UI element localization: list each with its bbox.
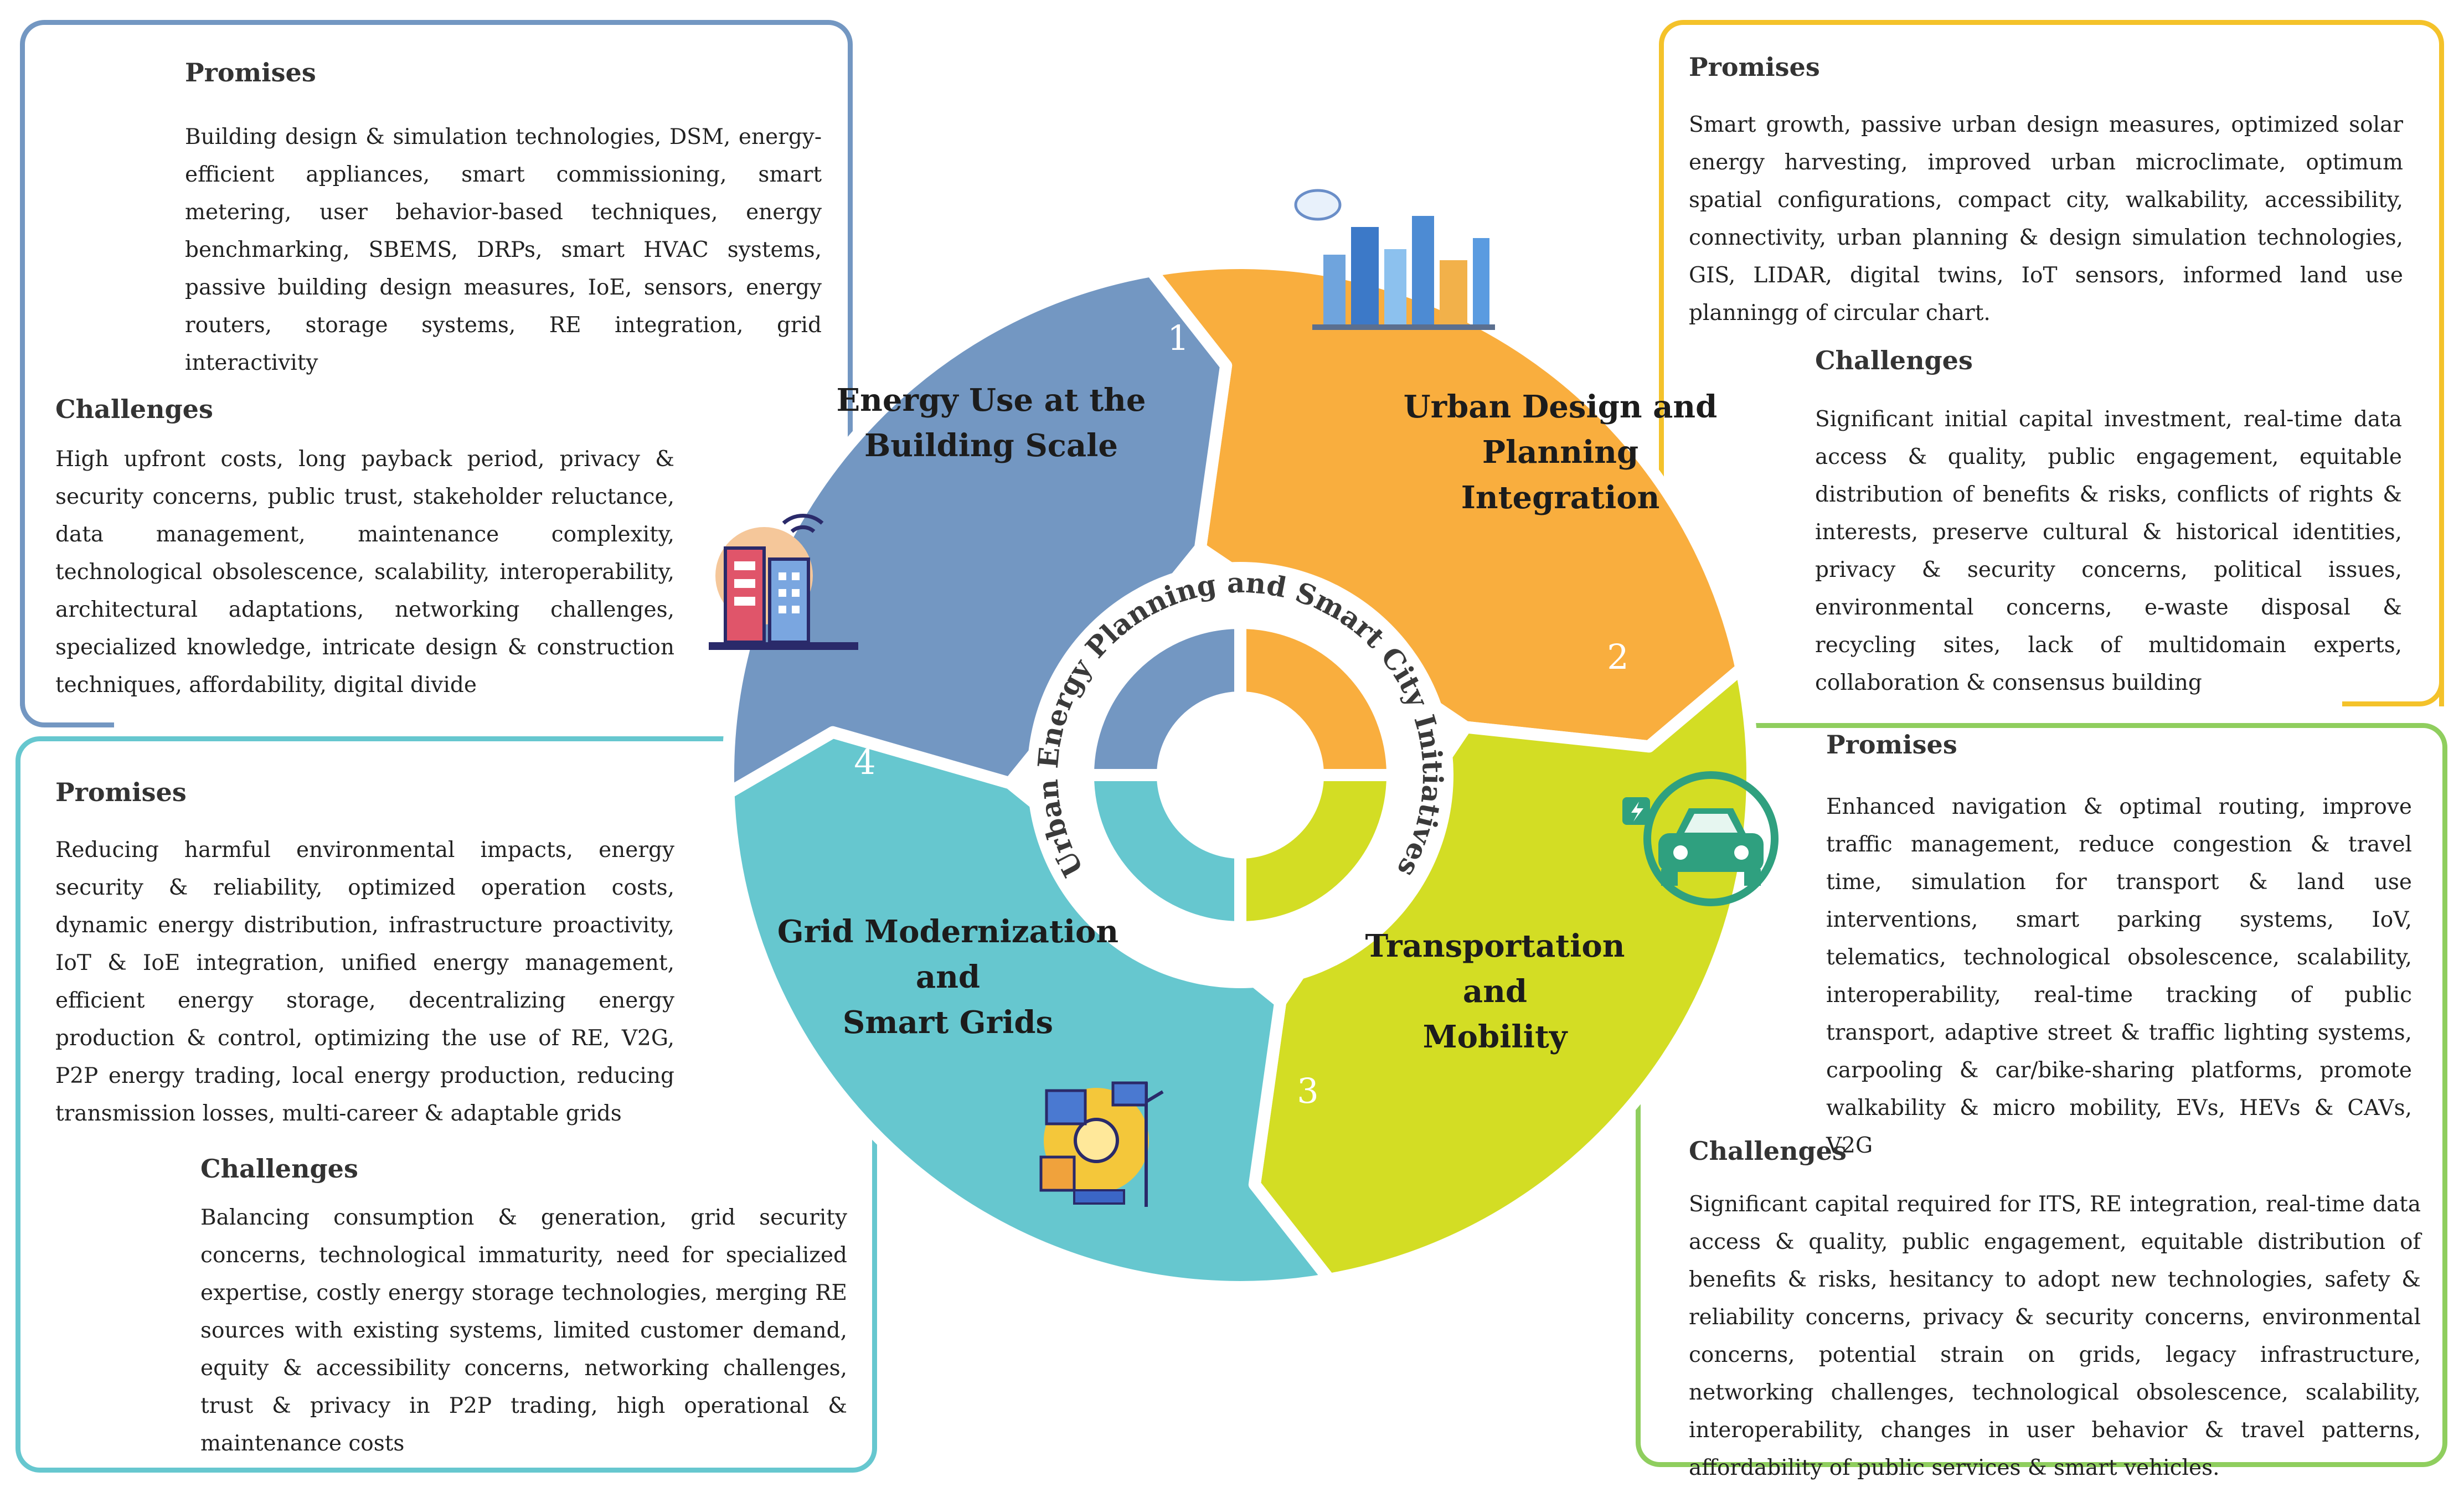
grid-challenges-text: Balancing consumption & generation, grid… xyxy=(200,1205,847,1456)
segment-2-number: 2 xyxy=(1607,637,1628,677)
electric-car-icon xyxy=(1622,771,1779,906)
segment-4-shape xyxy=(722,726,1336,1293)
segment-4-title-line: Grid Modernization xyxy=(777,913,1118,950)
segment-2-title-line: Urban Design and xyxy=(1404,389,1718,425)
smart-building-icon xyxy=(709,514,858,650)
segment-2-title-line: Integration xyxy=(1461,479,1660,516)
grid-promises-title: Promises xyxy=(55,777,187,807)
grid-promises-text: Reducing harmful environmental impacts, … xyxy=(55,838,674,1126)
segment-4-number: 4 xyxy=(854,742,875,782)
urban-challenges-text: Significant initial capital investment, … xyxy=(1815,407,2402,695)
building-promises-text: Building design & simulation technologie… xyxy=(185,125,822,375)
segment-4-title-line: Smart Grids xyxy=(843,1004,1053,1041)
segment-1-title-line: Energy Use at the xyxy=(836,382,1146,419)
inner-quadrant-orange xyxy=(1234,616,1399,781)
transport-promises-text: Enhanced navigation & optimal routing, i… xyxy=(1826,794,2412,1158)
segment-2-title-line: Planning xyxy=(1482,434,1638,471)
transport-challenges-title: Challenges xyxy=(1689,1136,1847,1166)
urban-panel-frame xyxy=(1659,20,2444,706)
segment-3-title-line: Transportation xyxy=(1365,928,1625,964)
urban-challenges-title: Challenges xyxy=(1815,345,1973,375)
building-challenges-title: Challenges xyxy=(55,394,213,424)
building-panel-frame-bottom xyxy=(20,686,114,727)
inner-quadrants xyxy=(1081,616,1399,934)
segment-2-shape xyxy=(1145,257,1748,753)
transport-challenges-text: Significant capital required for ITS, RE… xyxy=(1689,1192,2421,1480)
urban-promises-text: Smart growth, passive urban design measu… xyxy=(1689,112,2403,326)
inner-quadrant-green xyxy=(1234,769,1399,934)
transport-promises-title: Promises xyxy=(1826,730,1957,760)
segment-1-title-line: Building Scale xyxy=(864,427,1118,464)
grid-challenges-title: Challenges xyxy=(200,1154,358,1184)
inner-quadrant-teal xyxy=(1081,769,1246,934)
urban-promises-title: Promises xyxy=(1689,52,1820,82)
building-promises-title: Promises xyxy=(185,58,316,87)
segment-4-title-line: and xyxy=(916,959,980,995)
building-challenges-text: High upfront costs, long payback period,… xyxy=(55,447,674,698)
segment-3-title-line: Mobility xyxy=(1423,1019,1568,1055)
segment-1-number: 1 xyxy=(1167,318,1189,358)
inner-quadrant-blue xyxy=(1081,616,1246,781)
segment-3-number: 3 xyxy=(1297,1071,1318,1111)
smart-grid-icon xyxy=(1039,1081,1164,1207)
building-panel-frame xyxy=(20,20,853,727)
segment-3-title-line: and xyxy=(1463,973,1527,1010)
city-skyline-icon xyxy=(1294,189,1495,330)
urban-panel-frame-bottom xyxy=(2342,664,2444,706)
